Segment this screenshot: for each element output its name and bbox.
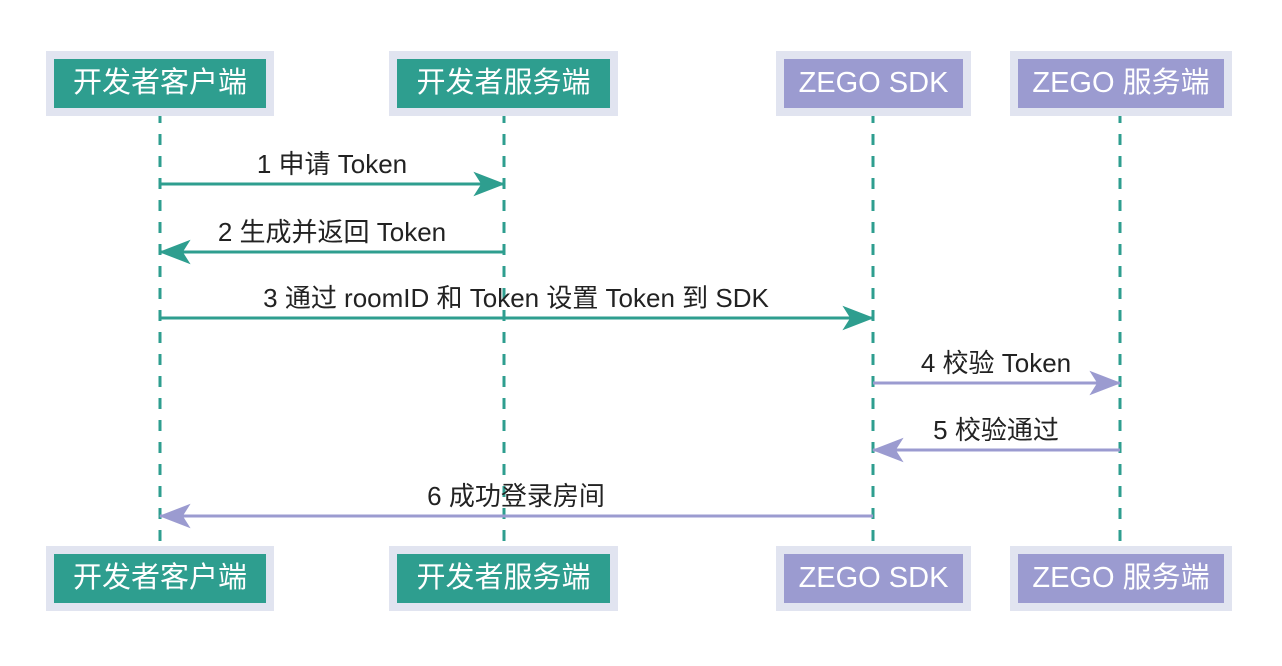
message-5[interactable]: 5 校验通过 — [871, 415, 1120, 463]
participant-label-zego-sdk: ZEGO SDK — [799, 67, 950, 99]
participant-box-bottom-dev-server[interactable]: 开发者服务端 — [389, 546, 618, 611]
message-label-2: 2 生成并返回 Token — [218, 217, 446, 247]
participant-box-top-zego-server[interactable]: ZEGO 服务端 — [1010, 51, 1232, 116]
message-label-1: 1 申请 Token — [257, 149, 407, 179]
message-label-5: 5 校验通过 — [933, 415, 1059, 445]
participant-boxes-top: 开发者客户端 开发者服务端 ZEGO SDK ZEGO 服务端 — [46, 51, 1232, 116]
participant-box-bottom-zego-server[interactable]: ZEGO 服务端 — [1010, 546, 1232, 611]
message-label-4: 4 校验 Token — [921, 348, 1071, 378]
participant-box-fill — [776, 546, 971, 611]
message-label-3: 3 通过 roomID 和 Token 设置 Token 到 SDK — [263, 283, 769, 313]
participant-box-fill — [776, 51, 971, 116]
participant-label-zego-server: ZEGO 服务端 — [1032, 66, 1209, 99]
participant-box-top-dev-client[interactable]: 开发者客户端 — [46, 51, 274, 116]
participant-box-fill — [1010, 51, 1232, 116]
participant-label-dev-server: 开发者服务端 — [416, 561, 590, 594]
message-6[interactable]: 6 成功登录房间 — [158, 481, 873, 529]
messages-layer: 1 申请 Token 2 生成并返回 Token 3 通过 roomID 和 Tok… — [158, 149, 1122, 529]
participant-label-dev-client: 开发者客户端 — [73, 561, 247, 594]
participant-box-fill — [46, 546, 274, 611]
participant-boxes-bottom: 开发者客户端 开发者服务端 ZEGO SDK ZEGO 服务端 — [46, 546, 1232, 611]
message-label-6: 6 成功登录房间 — [427, 481, 605, 511]
participant-label-zego-sdk: ZEGO SDK — [799, 562, 950, 594]
participant-label-dev-client: 开发者客户端 — [73, 66, 247, 99]
participant-label-dev-server: 开发者服务端 — [416, 66, 590, 99]
participant-box-fill — [389, 546, 618, 611]
participant-box-fill — [46, 51, 274, 116]
message-1[interactable]: 1 申请 Token — [160, 149, 506, 197]
participant-label-zego-server: ZEGO 服务端 — [1032, 561, 1209, 594]
message-2[interactable]: 2 生成并返回 Token — [158, 217, 504, 265]
participant-box-top-zego-sdk[interactable]: ZEGO SDK — [776, 51, 971, 116]
participant-box-bottom-zego-sdk[interactable]: ZEGO SDK — [776, 546, 971, 611]
participant-box-fill — [1010, 546, 1232, 611]
participant-box-fill — [389, 51, 618, 116]
participant-box-top-dev-server[interactable]: 开发者服务端 — [389, 51, 618, 116]
message-4[interactable]: 4 校验 Token — [873, 348, 1122, 396]
participant-box-bottom-dev-client[interactable]: 开发者客户端 — [46, 546, 274, 611]
message-3[interactable]: 3 通过 roomID 和 Token 设置 Token 到 SDK — [160, 283, 875, 331]
